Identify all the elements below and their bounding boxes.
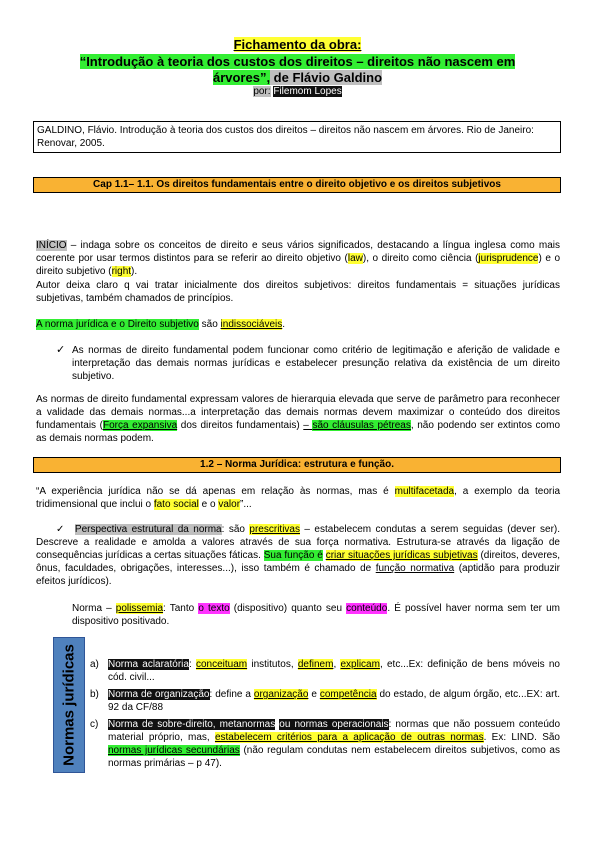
byline-label: por: xyxy=(253,86,271,97)
text: e xyxy=(308,689,320,700)
term-fato-social: fato social xyxy=(153,499,199,510)
term-right: right xyxy=(111,266,132,277)
highlight-norma-direito: A norma jurídica e o Direito subjetivo xyxy=(36,319,199,330)
reference-box: GALDINO, Flávio. Introdução à teoria dos… xyxy=(33,121,561,153)
reference-text: GALDINO, Flávio. Introdução à teoria dos… xyxy=(37,125,534,149)
text: – xyxy=(303,420,313,431)
paragraph-polissemia: Norma – polissemia: Tanto o texto (dispo… xyxy=(72,602,560,628)
text: , a exemplo da teoria tridimensional que… xyxy=(36,486,561,510)
term-jurisprudence: jurisprudence xyxy=(478,253,539,264)
term-sua-funcao: Sua função é xyxy=(263,550,323,561)
side-label-text: Normas jurídicas xyxy=(60,644,78,766)
text: . Ex: LIND. São xyxy=(483,732,560,743)
doc-subtitle-2: árvores”, de Flávio Galdino xyxy=(40,69,555,86)
text: : Tanto xyxy=(163,603,199,614)
term-forca-expansiva: Força expansiva xyxy=(102,420,178,431)
side-label-box: Normas jurídicas xyxy=(53,637,85,773)
text: são xyxy=(198,319,221,330)
term-competencia: competência xyxy=(319,689,377,700)
list-item-a: a) Norma aclaratória: conceituam institu… xyxy=(90,658,560,684)
text: ), o direito como ciência ( xyxy=(362,253,479,264)
text: e o xyxy=(198,499,219,510)
term-norma-sobre-direito: Norma de sobre-direito, metanormas xyxy=(108,719,276,730)
list-marker: a) xyxy=(90,659,99,670)
text: do estado, de algum órgão, etc...EX: art… xyxy=(108,689,561,713)
term-valor: valor xyxy=(218,499,241,510)
paragraph-subjetivos: Autor deixa claro q vai tratar inicialme… xyxy=(36,279,560,305)
term-normas-operacionais: ou normas operacionais xyxy=(279,719,389,730)
byline-name: Filemom Lopes xyxy=(273,86,342,97)
text: ) e o direito subjetivo ( xyxy=(36,253,561,277)
bullet-perspectiva: ✓ Perspectiva estrutural da norma: são p… xyxy=(36,523,560,588)
doc-title: Fichamento da obra: xyxy=(40,36,555,53)
list-item-c: c) Norma de sobre-direito, metanormas ou… xyxy=(90,718,561,770)
text: As normas de direito fundamental express… xyxy=(36,394,560,431)
text: Norma – xyxy=(72,603,116,614)
term-polissemia: polissemia xyxy=(115,603,164,614)
term-conteudo: conteúdo xyxy=(346,603,388,614)
text: , não podendo ser extintos como as demai… xyxy=(36,420,561,444)
paragraph-valores: As normas de direito fundamental express… xyxy=(36,393,560,445)
text: dos direitos fundamentais) xyxy=(177,420,304,431)
term-indissociaveis: indissociáveis xyxy=(220,319,283,330)
text: (aptidão para produzir efeitos jurídicos… xyxy=(36,563,561,587)
list-item-b: b) Norma de organização: define a organi… xyxy=(90,688,561,714)
term-clausulas-petreas: são cláusulas pétreas xyxy=(312,420,411,431)
term-organizacao: organização xyxy=(253,689,309,700)
byline: por: Filemom Lopes xyxy=(40,86,555,97)
term-explicam: explicam xyxy=(340,659,380,670)
title-line-3a: árvores”, xyxy=(212,70,271,85)
checkmark-icon: ✓ xyxy=(56,344,66,356)
section-1-header: Cap 1.1– 1.1. Os direitos fundamentais e… xyxy=(33,177,561,193)
term-definem: definem xyxy=(297,659,334,670)
term-prescritivas: prescritivas xyxy=(249,524,300,535)
term-norma-aclaratoria: Norma aclaratória xyxy=(108,659,189,670)
inicio-label: INÍCIO xyxy=(36,240,67,251)
title-author: de Flávio Galdino xyxy=(270,70,383,85)
text: : xyxy=(188,659,196,670)
text: : normas que não possuem conteúdo materi… xyxy=(108,719,561,743)
text: . É possível haver norma sem ter um disp… xyxy=(72,603,560,627)
section-2-header: 1.2 – Norma Jurídica: estrutura e função… xyxy=(33,457,561,473)
title-line-2: “Introdução à teoria dos custos dos dire… xyxy=(79,54,516,69)
term-estabelecem-criterios: estabelecem critérios para a aplicação d… xyxy=(214,732,484,743)
list-marker: c) xyxy=(90,719,99,730)
text: (não regulam condutas nem estabelecem di… xyxy=(108,745,560,769)
section-1-title: Cap 1.1– 1.1. Os direitos fundamentais e… xyxy=(93,179,501,190)
text: ”... xyxy=(240,499,252,510)
text: “A experiência jurídica não se dá apenas… xyxy=(36,486,395,497)
text: – indaga sobre os conceitos de direito e… xyxy=(36,240,560,264)
term-normas-secundarias: normas jurídicas secundárias xyxy=(108,745,240,756)
checkmark-icon: ✓ xyxy=(56,524,67,535)
text: . xyxy=(282,319,286,330)
text: (dispositivo) quanto seu xyxy=(229,603,347,614)
text: ). xyxy=(131,266,138,277)
term-criar-situacoes: criar situações jurídicas subjetivas xyxy=(325,550,478,561)
text: : define a xyxy=(209,689,254,700)
term-perspectiva: Perspectiva estrutural da norma xyxy=(74,524,222,535)
text: – estabelecem condutas a serem seguidas … xyxy=(36,524,561,561)
text: Autor deixa claro q vai tratar inicialme… xyxy=(36,280,560,304)
term-law: law xyxy=(347,253,363,264)
title-line-1: Fichamento da obra: xyxy=(233,37,362,52)
bullet-normas-fundamentais: ✓ As normas de direito fundamental podem… xyxy=(56,344,560,383)
section-2-title: 1.2 – Norma Jurídica: estrutura e função… xyxy=(200,459,394,470)
term-conceituam: conceituam xyxy=(195,659,248,670)
text: : são xyxy=(221,524,250,535)
paragraph-inicio: INÍCIO – indaga sobre os conceitos de di… xyxy=(36,239,560,278)
text: (direitos, deveres, ônus, faculdades, ob… xyxy=(36,550,561,574)
list-marker: b) xyxy=(90,689,99,700)
term-norma-organizacao: Norma de organização xyxy=(108,689,210,700)
text: institutos, xyxy=(247,659,298,670)
term-funcao-normativa: função normativa xyxy=(375,563,455,574)
paragraph-quote: “A experiência jurídica não se dá apenas… xyxy=(36,485,560,511)
doc-subtitle: “Introdução à teoria dos custos dos dire… xyxy=(40,53,555,70)
text: As normas de direito fundamental podem f… xyxy=(72,345,560,382)
paragraph-norma: A norma jurídica e o Direito subjetivo s… xyxy=(36,318,560,331)
text: , xyxy=(333,659,341,670)
term-o-texto: o texto xyxy=(198,603,230,614)
text: , etc...Ex: definição de bens móveis no … xyxy=(108,659,560,683)
term-multifacetada: multifacetada xyxy=(394,486,455,497)
